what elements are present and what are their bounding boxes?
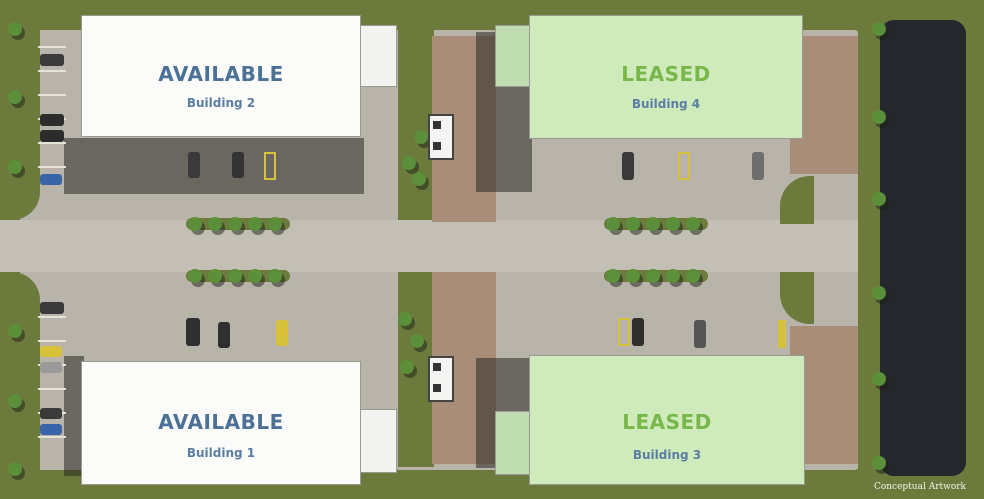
car — [40, 174, 62, 185]
car — [218, 322, 230, 348]
car — [752, 152, 764, 180]
car — [40, 362, 62, 373]
retention-pond — [880, 20, 966, 476]
grass-strip-left-bottom — [0, 272, 40, 482]
loading-zone-marker — [618, 318, 630, 346]
car — [40, 130, 64, 142]
building-1-annex — [358, 410, 396, 472]
building-1-footprint[interactable]: AVAILABLE Building 1 — [82, 362, 360, 484]
building-1-status: AVAILABLE — [158, 410, 284, 434]
building-2-annex — [358, 26, 396, 86]
car — [694, 320, 706, 348]
conceptual-artwork-caption: Conceptual Artwork — [873, 482, 966, 492]
car — [40, 114, 64, 126]
building-3-name: Building 3 — [632, 448, 702, 462]
building-2-footprint[interactable]: AVAILABLE Building 2 — [82, 16, 360, 136]
building-2-shadow — [64, 138, 364, 194]
building-2-status: AVAILABLE — [158, 62, 284, 86]
building-3-footprint[interactable]: LEASED Building 3 — [530, 356, 804, 484]
main-drive-aisle — [0, 220, 870, 272]
trash-enclosure — [428, 114, 454, 160]
car — [40, 346, 62, 357]
loading-zone-marker — [678, 152, 690, 180]
building-2-name: Building 2 — [186, 96, 256, 110]
building-3-annex — [496, 412, 532, 474]
car — [186, 318, 200, 346]
car — [40, 54, 64, 66]
building-1-name: Building 1 — [186, 446, 256, 460]
building-4-status: LEASED — [621, 62, 711, 86]
car — [40, 408, 62, 419]
building-1-shadow — [64, 356, 84, 476]
car — [232, 152, 244, 178]
trash-enclosure — [428, 356, 454, 402]
loading-zone-marker — [264, 152, 276, 180]
building-4-annex — [496, 26, 532, 86]
car — [622, 152, 634, 180]
car — [40, 302, 64, 314]
car — [188, 152, 200, 178]
grass-strip-left-top — [0, 20, 40, 220]
loading-zone-marker — [778, 320, 786, 348]
building-4-name: Building 4 — [631, 97, 701, 111]
car — [276, 320, 288, 346]
building-3-status: LEASED — [622, 410, 712, 434]
car — [40, 424, 62, 435]
building-4-footprint[interactable]: LEASED Building 4 — [530, 16, 802, 138]
car — [632, 318, 644, 346]
